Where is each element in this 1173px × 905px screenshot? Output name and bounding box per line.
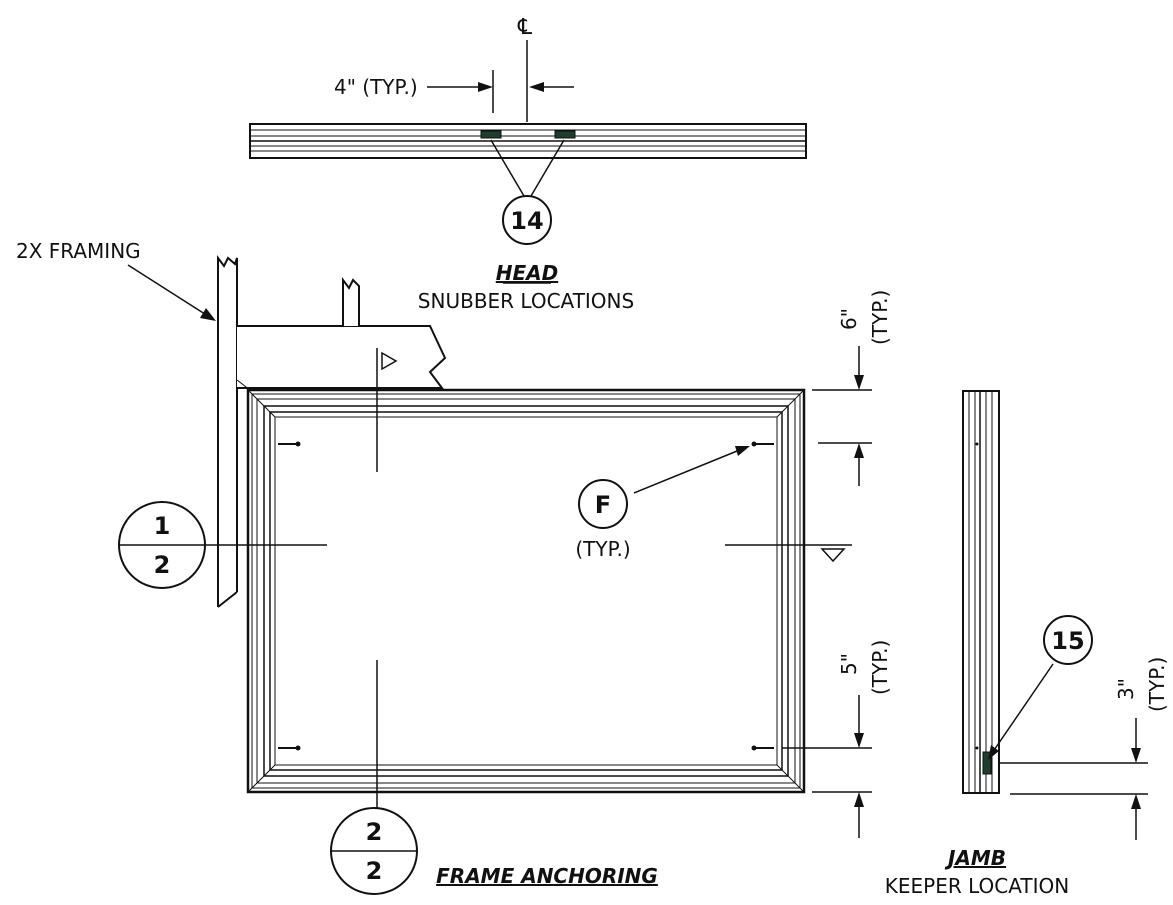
callout-14-bubble (502, 195, 552, 245)
header-block (237, 325, 447, 389)
callout-15-number: 15 (1051, 627, 1084, 655)
section-left-top: 1 (154, 512, 171, 540)
leader-15-arrow (988, 745, 999, 760)
stud-vertical (217, 255, 238, 607)
head-dim-arrow-right (529, 82, 544, 92)
callout-f-letter: F (595, 491, 611, 519)
frame-view: 2X FRAMING (16, 239, 892, 895)
section-callout-bottom: 2 2 (330, 807, 418, 895)
keeper (982, 751, 992, 775)
dim-top: 6" (TYP.) (812, 290, 892, 486)
leader-15 (989, 663, 1054, 757)
head-dim-arrow-left (478, 82, 493, 92)
head-member (249, 123, 807, 159)
callout-f-typ: (TYP.) (575, 537, 630, 561)
dim-bottom-typ: (TYP.) (868, 640, 892, 695)
dim-top-value: 6" (837, 308, 861, 330)
section-bottom-top: 2 (366, 818, 383, 846)
dim-bottom: 5" (TYP.) (782, 640, 892, 838)
leader-f-arrow (735, 446, 750, 456)
head-subtitle: SNUBBER LOCATIONS (418, 289, 634, 313)
jamb-title: JAMB (944, 846, 1006, 870)
stud-short (342, 277, 360, 326)
dim-bottom-value: 5" (837, 653, 861, 675)
dim-top-typ: (TYP.) (868, 290, 892, 345)
centerline-symbol: ℄ (517, 15, 533, 40)
head-dim-label: 4" (TYP.) (334, 75, 418, 99)
frame-title: FRAME ANCHORING (436, 864, 658, 888)
leader-14-right (530, 139, 565, 197)
jamb-dim-typ: (TYP.) (1145, 657, 1169, 712)
fastener-top-right (751, 441, 774, 447)
jamb-dim-value: 3" (1114, 678, 1138, 700)
snubber-left (480, 130, 502, 139)
snubber-right (554, 130, 576, 139)
leader-f (633, 448, 743, 494)
section-bottom-bottom: 2 (366, 857, 383, 885)
fastener-bottom-left (278, 745, 301, 751)
framing-arrow (200, 308, 216, 321)
head-title: HEAD (496, 261, 558, 285)
fastener-bottom-right (751, 745, 774, 751)
head-view: ℄ 4" (TYP.) 14 HEAD SNUBBER LOCATIONS (249, 15, 807, 313)
jamb-mark-bottom (975, 746, 979, 750)
flow-triangle-right (820, 548, 846, 563)
section-left-bottom: 2 (154, 551, 171, 579)
jamb-dim: 3" (TYP.) (998, 657, 1169, 840)
section-callout-left: 1 2 (118, 501, 206, 589)
framing-leader (127, 264, 209, 317)
leader-14-left (490, 139, 525, 197)
framing-label: 2X FRAMING (16, 239, 141, 263)
jamb-subtitle: KEEPER LOCATION (885, 874, 1069, 898)
jamb-member (962, 390, 1000, 794)
callout-f-bubble (578, 479, 628, 529)
callout-14-number: 14 (510, 207, 543, 235)
flow-triangle-top (381, 351, 398, 371)
jamb-mark-top (975, 442, 979, 446)
window-frame (246, 388, 806, 794)
jamb-view: 15 3" (TYP.) JAMB KEEPER LOCATION (885, 390, 1169, 898)
fastener-top-left (278, 441, 301, 447)
callout-15-bubble (1043, 615, 1093, 665)
